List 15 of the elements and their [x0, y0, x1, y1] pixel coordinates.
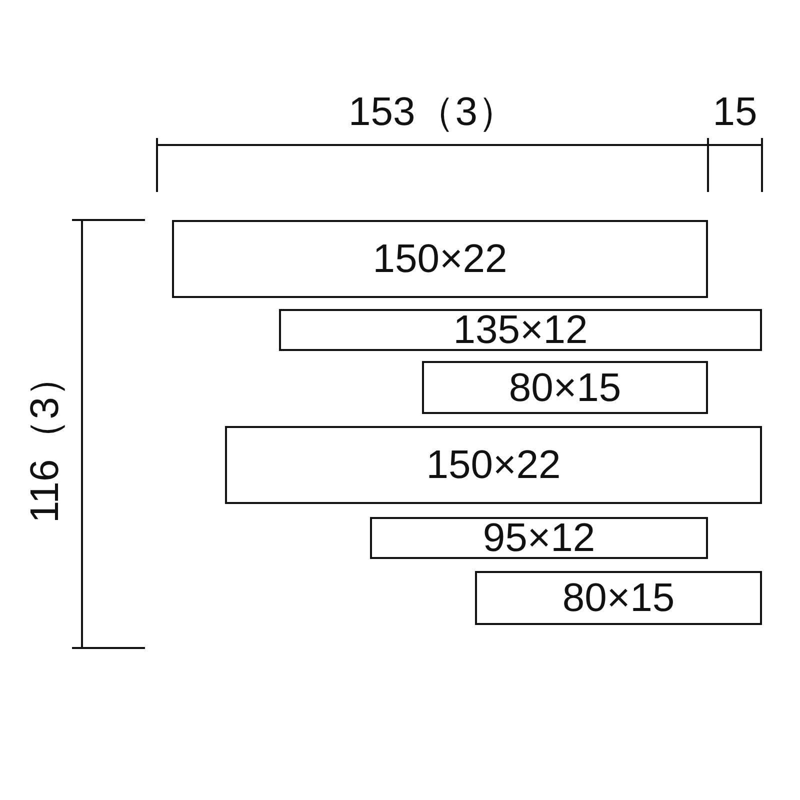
- part-box: [172, 220, 708, 298]
- part-box: [422, 361, 708, 414]
- part-size: 150×22: [426, 445, 561, 485]
- part-size: 150×22: [372, 239, 508, 279]
- part-size: 80×15: [562, 578, 675, 618]
- part-size: 80×15: [508, 368, 622, 408]
- part-box: [370, 517, 708, 559]
- part-box: [225, 426, 762, 504]
- part-box: [475, 571, 762, 625]
- dimension-label: 15: [712, 92, 758, 132]
- part-size: 95×12: [482, 518, 596, 558]
- dimension-label: 153（3）: [348, 92, 518, 132]
- part-size: 135×12: [453, 310, 588, 350]
- dimension-label: 116（3）: [25, 357, 65, 523]
- part-box: [279, 309, 762, 351]
